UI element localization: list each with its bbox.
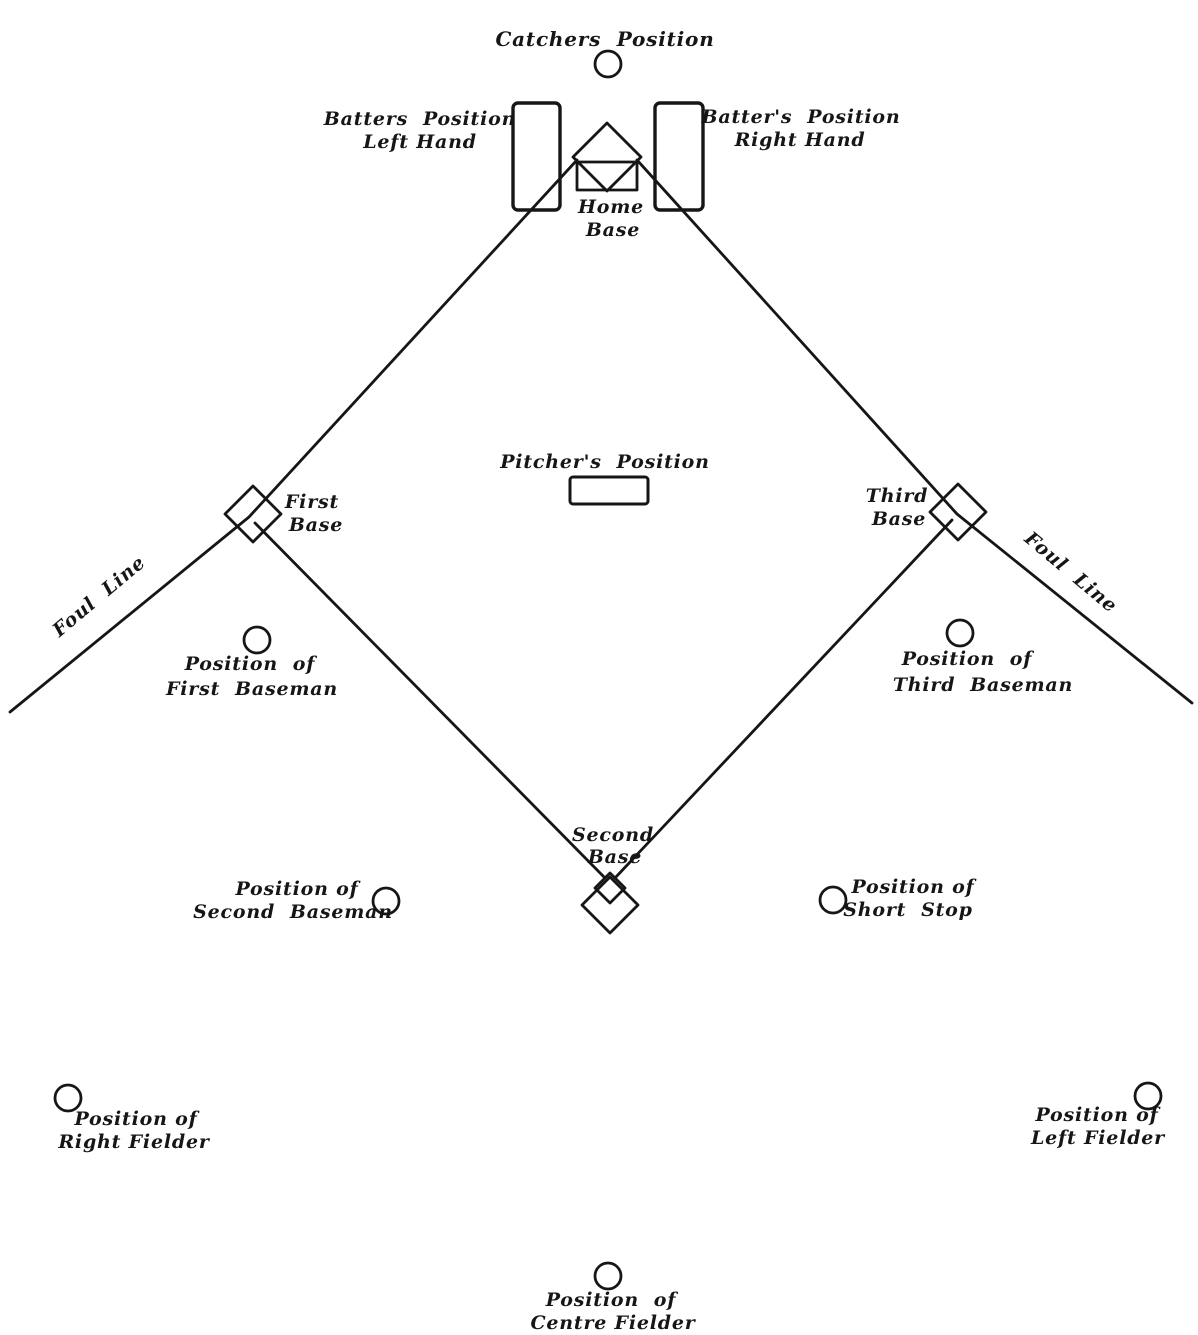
left-fielder-label-line1: Position of <box>1034 1104 1160 1126</box>
centre-fielder-label-line1: Position of <box>545 1289 679 1311</box>
second-base-marker-inner <box>593 871 627 905</box>
third-baseman-circle <box>945 618 975 648</box>
second-baseman-label-line2: Second Baseman <box>193 901 393 923</box>
third-base-marker <box>928 482 988 542</box>
second-baseman-circle <box>371 886 401 916</box>
third-base-label-line1: Third <box>866 485 928 507</box>
foul-line-left-label: Foul Line <box>48 551 150 642</box>
third-baseman-label-line1: Position of <box>901 648 1035 670</box>
foul-line-right <box>635 158 1194 705</box>
diagram-labels: Catchers Position Batters Position Left … <box>48 27 1166 1334</box>
right-fielder-circle <box>53 1083 83 1113</box>
right-fielder-label-line2: Right Fielder <box>57 1131 210 1153</box>
catcher-position-circle <box>593 49 623 79</box>
baseline-first-to-second <box>253 521 607 880</box>
home-plate-rect <box>575 160 639 192</box>
first-baseman-circle <box>242 625 272 655</box>
batters-position-left-label-line1: Batters Position <box>323 108 516 130</box>
pitchers-box <box>568 475 650 506</box>
batters-position-right-label-line2: Right Hand <box>734 129 866 151</box>
home-base-label-line1: Home <box>577 196 644 218</box>
baseline-second-to-third <box>613 518 954 880</box>
centre-fielder-label-line2: Centre Fielder <box>530 1312 696 1334</box>
second-base-marker-outer <box>580 875 640 935</box>
short-stop-circle <box>818 885 848 915</box>
batters-box-right <box>653 101 705 212</box>
second-base-label-line1: Second <box>572 824 654 846</box>
pitchers-position-label: Pitcher's Position <box>499 451 710 473</box>
home-plate-diamond <box>571 121 643 193</box>
short-stop-label-line1: Position of <box>850 876 976 898</box>
first-baseman-label-line2: First Baseman <box>165 678 338 700</box>
diagram-strokes <box>8 49 1194 1291</box>
second-baseman-label-line1: Position of <box>234 878 360 900</box>
first-baseman-label-line1: Position of <box>184 653 318 675</box>
third-baseman-label-line2: Third Baseman <box>893 674 1073 696</box>
second-base-label-line2: Base <box>587 846 642 868</box>
left-fielder-label-line2: Left Fielder <box>1030 1127 1166 1149</box>
short-stop-label-line2: Short Stop <box>843 899 972 921</box>
left-fielder-circle <box>1133 1081 1163 1111</box>
home-base-label-line2: Base <box>585 219 640 241</box>
batters-position-right-label-line1: Batter's Position <box>700 106 900 128</box>
first-base-label-line1: First <box>284 491 339 513</box>
first-base-label-line2: Base <box>288 514 343 536</box>
right-fielder-label-line1: Position of <box>73 1108 199 1130</box>
centre-fielder-circle <box>593 1261 623 1291</box>
batters-position-left-label-line2: Left Hand <box>362 131 477 153</box>
third-base-label-line2: Base <box>871 508 926 530</box>
batters-box-left <box>511 101 562 212</box>
foul-line-left <box>8 158 579 714</box>
first-base-marker <box>223 484 283 544</box>
catcher-position-label: Catchers Position <box>495 27 714 51</box>
